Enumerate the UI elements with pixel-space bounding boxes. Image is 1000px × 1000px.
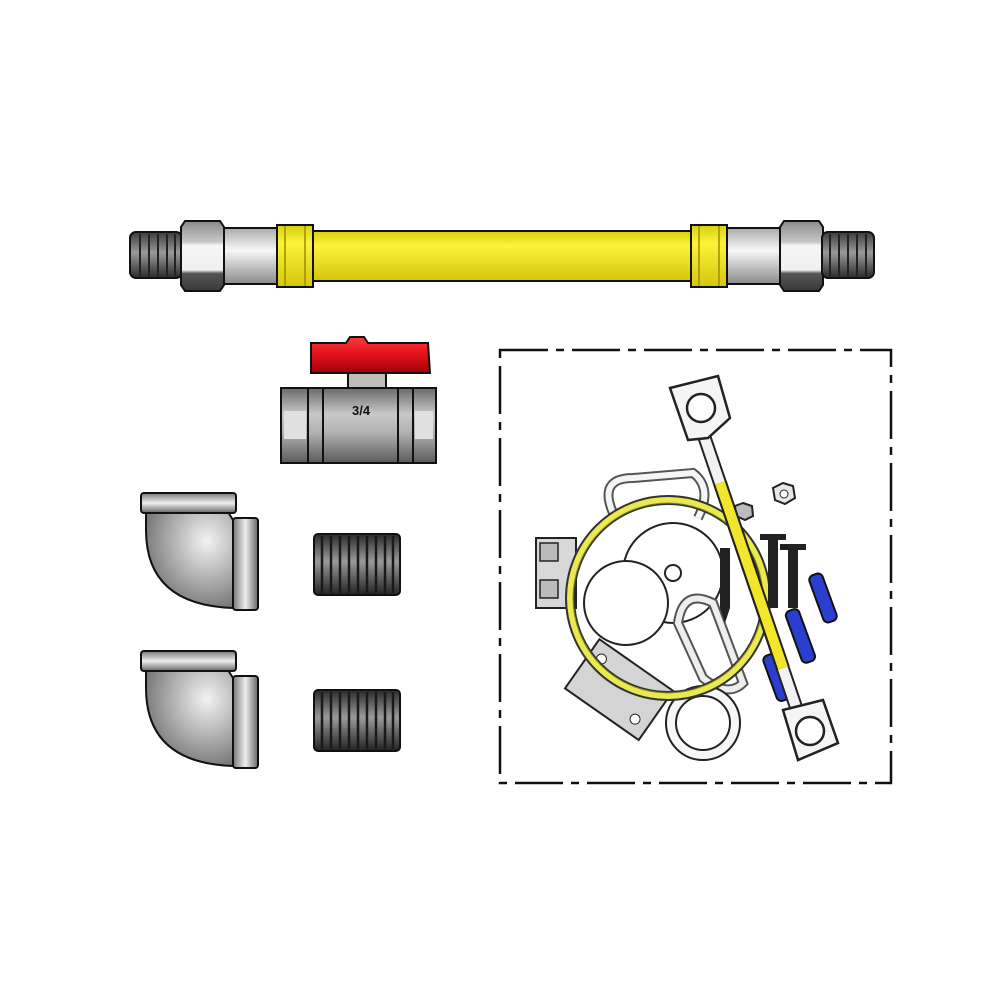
pipe-nipple-2 xyxy=(312,688,402,753)
pipe-nipple-1 xyxy=(312,532,402,597)
valve-handle xyxy=(310,336,432,374)
valve-size-label: 3/4 xyxy=(352,403,371,418)
restraint-kit-box xyxy=(498,348,894,786)
ball-valve xyxy=(278,333,440,468)
elbow-fitting-2 xyxy=(138,648,263,773)
elbow-fitting-1 xyxy=(138,490,263,615)
gas-connector-hose xyxy=(125,215,880,300)
